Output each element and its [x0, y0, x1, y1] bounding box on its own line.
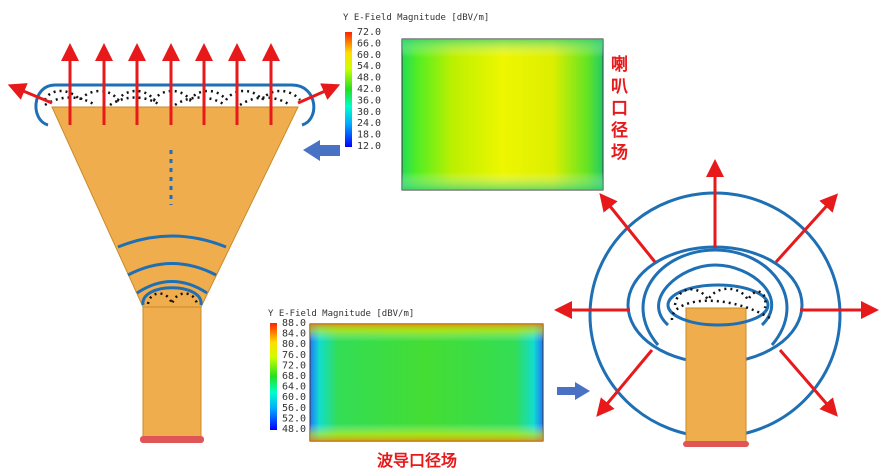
wavefront-arc-1: [117, 234, 227, 249]
bottom-scale-label: 76.0: [282, 350, 306, 361]
top-caption-char: 叭: [611, 77, 628, 97]
horn-antenna-figure: [7, 43, 341, 443]
top-colorbar: [345, 32, 352, 147]
waveguide-body: [142, 304, 202, 439]
bottom-scale-label: 60.0: [282, 392, 306, 403]
bottom-scale-label: 88.0: [282, 318, 306, 329]
top-colorbar-labels: 72.066.060.054.048.042.036.030.024.018.0…: [357, 27, 381, 152]
top-scale-label: 48.0: [357, 73, 381, 84]
top-caption-char: 径: [611, 120, 628, 141]
top-scale-label: 54.0: [357, 61, 381, 72]
top-scale-label: 66.0: [357, 38, 381, 49]
top-scale-label: 36.0: [357, 95, 381, 106]
radiation-ring-inner-2: [641, 248, 789, 346]
bottom-plot-caption: 波导口径场: [377, 451, 457, 470]
bottom-colorbar: [270, 323, 277, 430]
bottom-scale-label: 68.0: [282, 371, 306, 382]
bottom-field-map-edge-shade: [310, 324, 543, 441]
top-caption-char: 喇: [611, 54, 628, 75]
bottom-scale-label: 84.0: [282, 329, 306, 340]
aperture-field-loop: [34, 83, 316, 127]
bottom-scale-label: 64.0: [282, 382, 306, 393]
bottom-scale-label: 56.0: [282, 403, 306, 414]
waveguide-body-right: [685, 307, 747, 445]
top-scale-label: 12.0: [357, 141, 381, 152]
bottom-colorbar-labels: 88.084.080.076.072.068.064.060.056.052.0…: [282, 318, 306, 435]
bottom-scale-label: 80.0: [282, 339, 306, 350]
waveguide-flange: [140, 436, 204, 443]
top-scale-label: 24.0: [357, 118, 381, 129]
top-caption-char: 场: [611, 143, 628, 163]
waveguide-flange-right: [683, 441, 749, 447]
waveguide-radiation-figure: [554, 159, 879, 447]
radiation-arrows: [7, 43, 341, 125]
wavefront-arc-3: [136, 280, 208, 295]
right-block-arrow-icon: [557, 382, 590, 400]
bottom-plot-title: Y E-Field Magnitude [dBV/m]: [268, 309, 414, 319]
top-scale-label: 18.0: [357, 130, 381, 141]
top-field-plot: Y E-Field Magnitude [dBV/m] 72.066.060.0…: [303, 13, 628, 191]
bottom-field-plot: Y E-Field Magnitude [dBV/m] 88.084.080.0…: [268, 309, 590, 470]
top-scale-label: 72.0: [357, 27, 381, 38]
bottom-scale-label: 52.0: [282, 413, 306, 424]
top-scale-label: 30.0: [357, 107, 381, 118]
waveguide-radiation-arrows: [554, 159, 879, 417]
bottom-scale-label: 72.0: [282, 360, 306, 371]
top-field-map-edge-shade: [402, 39, 603, 190]
left-block-arrow-icon: [303, 140, 340, 161]
top-scale-label: 60.0: [357, 50, 381, 61]
top-caption-char: 口: [611, 99, 628, 119]
waveguide-aperture-dotted: [670, 287, 771, 321]
top-scale-label: 42.0: [357, 84, 381, 95]
waveguide-aperture-loop: [666, 283, 770, 327]
bottom-scale-label: 48.0: [282, 424, 306, 435]
radiation-ring-inner: [657, 263, 774, 327]
top-plot-title: Y E-Field Magnitude [dBV/m]: [343, 13, 489, 23]
horn-flare: [51, 106, 299, 308]
waveguide-top-loop: [141, 286, 203, 306]
wavefront-arc-2: [127, 262, 217, 277]
